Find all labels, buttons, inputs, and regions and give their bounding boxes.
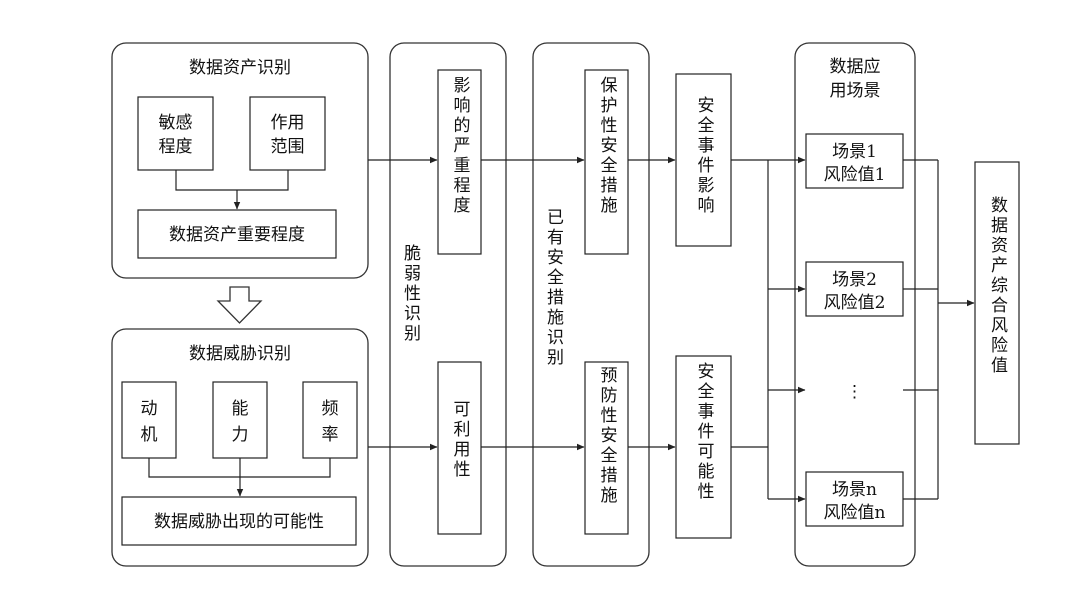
frequency-box bbox=[302, 381, 358, 459]
sensitivity-label-2: 程度 bbox=[159, 137, 193, 157]
scenario-2-name: 场景2 bbox=[832, 270, 877, 290]
asset-importance-label: 数据资产重要程度 bbox=[169, 225, 305, 245]
scope-label-2: 范围 bbox=[271, 137, 305, 157]
frequency-label-1: 频 bbox=[322, 399, 339, 419]
scenario-1-risk: 风险值1 bbox=[824, 165, 886, 185]
capability-label-2: 力 bbox=[232, 425, 249, 445]
existing-measures-title: 已有安全措施识别 bbox=[543, 208, 564, 368]
capability-label-1: 能 bbox=[232, 399, 249, 419]
protective-measures-box bbox=[584, 69, 629, 255]
comprehensive-risk-box bbox=[974, 161, 1020, 445]
scenario-1-name: 场景1 bbox=[832, 142, 877, 162]
impact-severity-box bbox=[437, 69, 482, 255]
frequency-label-2: 率 bbox=[322, 425, 339, 445]
scenario-2-box bbox=[805, 261, 904, 317]
hollow-down-arrow-icon bbox=[216, 286, 263, 324]
scope-label-1: 作用 bbox=[271, 113, 305, 133]
vulnerability-identification-title: 脆弱性识别 bbox=[400, 244, 421, 344]
threat-likelihood-box bbox=[121, 496, 357, 546]
motive-box bbox=[121, 381, 177, 459]
scenario-ellipsis: ⋮ bbox=[846, 382, 863, 402]
event-impact-box bbox=[675, 73, 732, 247]
threat-identification-title: 数据威胁识别 bbox=[189, 344, 291, 364]
scenario-n-risk: 风险值n bbox=[824, 503, 886, 523]
scenario-n-box bbox=[805, 471, 904, 527]
protective-measures-label: 保护性安全措施 bbox=[597, 76, 618, 216]
scenario-n-name: 场景n bbox=[832, 480, 877, 500]
asset-importance-box bbox=[137, 209, 337, 259]
scenario-1-box bbox=[805, 133, 904, 189]
asset-identification-title: 数据资产识别 bbox=[189, 58, 291, 78]
scenario-group-title-2: 用场景 bbox=[830, 81, 881, 101]
sensitivity-box bbox=[137, 96, 214, 171]
scenario-group-title-1: 数据应 bbox=[830, 57, 881, 77]
sensitivity-label-1: 敏感 bbox=[159, 113, 193, 133]
scenario-2-risk: 风险值2 bbox=[824, 293, 886, 313]
preventive-measures-box bbox=[584, 361, 629, 535]
motive-label-1: 动 bbox=[141, 399, 158, 419]
exploitability-box bbox=[437, 361, 482, 535]
event-possibility-label: 安全事件可能性 bbox=[694, 362, 715, 502]
event-possibility-box bbox=[675, 355, 732, 539]
threat-likelihood-label: 数据威胁出现的可能性 bbox=[154, 512, 324, 532]
scope-box bbox=[249, 96, 326, 171]
impact-severity-label: 影响的严重程度 bbox=[450, 76, 471, 216]
capability-box bbox=[212, 381, 268, 459]
comprehensive-risk-label: 数据资产综合风险值 bbox=[987, 196, 1008, 376]
event-impact-label: 安全事件影响 bbox=[694, 96, 715, 216]
preventive-measures-label: 预防性安全措施 bbox=[597, 366, 618, 506]
exploitability-label: 可利用性 bbox=[450, 400, 471, 480]
asset-merge-connector bbox=[175, 170, 289, 191]
motive-label-2: 机 bbox=[141, 425, 158, 445]
